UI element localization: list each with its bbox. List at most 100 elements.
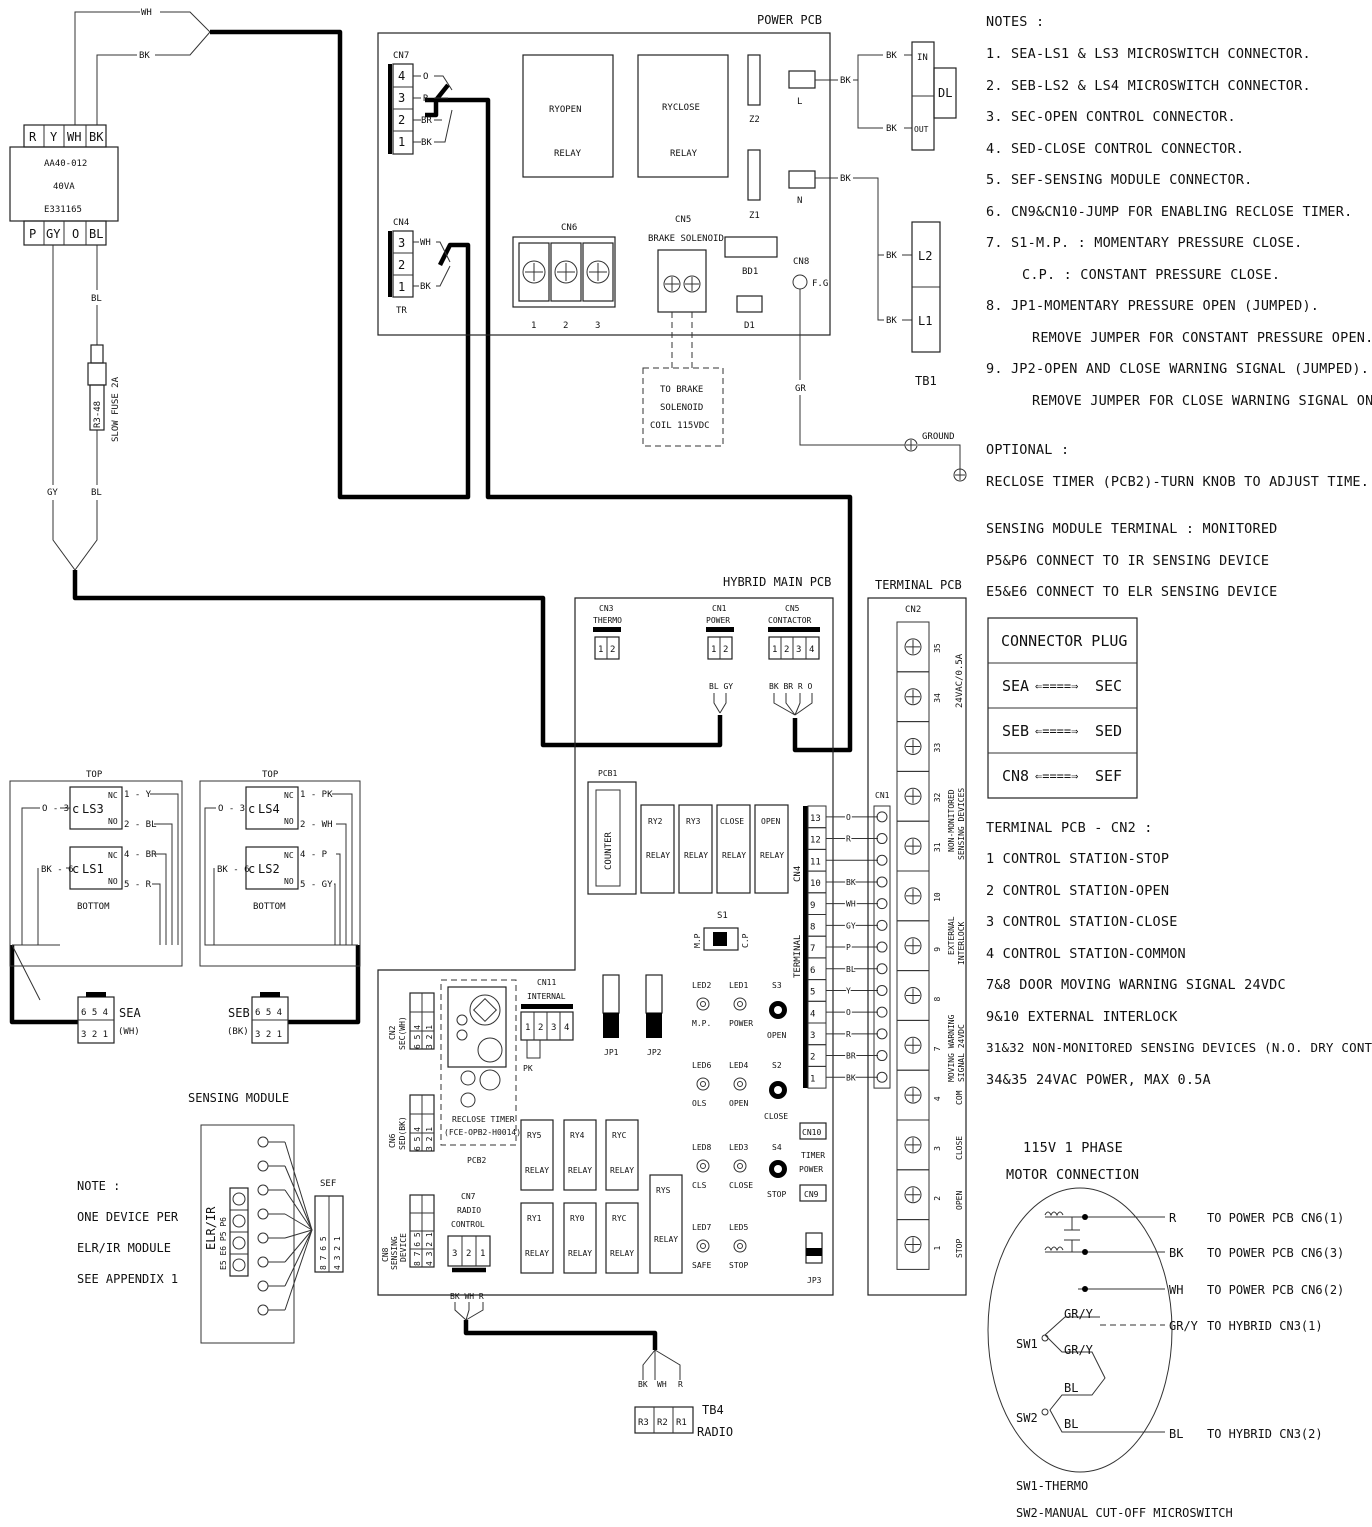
sm-note-2: ELR/IR MODULE bbox=[77, 1241, 171, 1255]
cn1-terminal bbox=[876, 833, 888, 845]
sm-pin-icon bbox=[257, 1184, 269, 1196]
side-open: OPEN bbox=[955, 1191, 964, 1210]
relay-close bbox=[716, 804, 751, 894]
cn6-terminal bbox=[512, 236, 616, 308]
ls-right-in-top: O - 3 bbox=[218, 804, 245, 814]
brake-coil-line3: COIL 115VDC bbox=[650, 421, 710, 431]
gr-wire: GR bbox=[795, 384, 806, 394]
relay bbox=[605, 1202, 639, 1274]
cn11-sub: INTERNAL bbox=[527, 992, 566, 1001]
cn4-wire-color: BR bbox=[846, 1052, 856, 1061]
led-icon bbox=[696, 1239, 710, 1253]
cn11-pk: PK bbox=[523, 1064, 533, 1073]
cn4-wire-color: Y bbox=[846, 986, 851, 995]
cn1-terminal bbox=[876, 1028, 888, 1040]
fuse-label: SLOW FUSE 2A bbox=[111, 376, 121, 442]
relay-word: RELAY bbox=[610, 1166, 634, 1175]
cn4-pin-num: 12 bbox=[810, 836, 821, 846]
cn6-label: CN6 bbox=[561, 223, 577, 233]
brake-coil-line2: SOLENOID bbox=[660, 403, 703, 413]
screw-icon bbox=[904, 738, 922, 755]
tr-pin-bk: BK bbox=[89, 130, 104, 144]
power-cn8-terminal bbox=[792, 274, 808, 290]
cn7-pin-1: 1 bbox=[398, 135, 405, 149]
svg-text:NC: NC bbox=[108, 791, 118, 800]
timer-label: TIMER bbox=[801, 1151, 825, 1160]
hy-cn3-sub: THERMO bbox=[593, 616, 622, 625]
tr-model: AA40-012 bbox=[44, 159, 87, 169]
hy-bottom-relays: RY5RELAYRY4RELAYRYCRELAYRY1RELAYRY0RELAY… bbox=[520, 1119, 683, 1274]
led-label: LED4 bbox=[729, 1061, 748, 1070]
ls-left-out-1: 1 - Y bbox=[124, 790, 152, 800]
svg-text:3: 3 bbox=[796, 645, 801, 655]
note-7b: C.P. : CONSTANT PRESSURE CLOSE. bbox=[1022, 267, 1280, 283]
tb4-wire-bk: BK bbox=[638, 1380, 648, 1389]
relay-ry3-label: RY3 bbox=[686, 817, 701, 826]
svg-text:NC: NC bbox=[284, 851, 294, 860]
side-non: NON-MONITORED bbox=[947, 789, 956, 852]
ryopen-label: RYOPEN bbox=[549, 105, 582, 115]
ls-left-top: TOP bbox=[86, 770, 103, 780]
d1 bbox=[736, 295, 763, 313]
sm-pin-fan bbox=[284, 1229, 313, 1239]
side-close: CLOSE bbox=[955, 1136, 964, 1160]
tb4-label: TB4 bbox=[702, 1403, 724, 1417]
motor-wh-dest: TO POWER PCB CN6(2) bbox=[1207, 1283, 1344, 1297]
sensing-module-title: SENSING MODULE bbox=[188, 1091, 289, 1105]
cn4-label: CN4 bbox=[393, 218, 409, 228]
z2-label: Z2 bbox=[749, 115, 760, 125]
cn4-pin-3: 3 bbox=[398, 236, 405, 250]
s1-cp: C.P bbox=[741, 933, 750, 948]
cn4-pin-num: 4 bbox=[810, 1009, 815, 1019]
note-6: 6. CN9&CN10-JUMP FOR ENABLING RECLOSE TI… bbox=[986, 204, 1352, 220]
wire-bl-label-2: BL bbox=[91, 488, 102, 498]
ground-label: GROUND bbox=[922, 432, 955, 442]
svg-text:NC: NC bbox=[108, 851, 118, 860]
sm-pin-fan bbox=[284, 1141, 313, 1231]
relay-label: RY1 bbox=[527, 1214, 542, 1223]
tr-pin-y: Y bbox=[50, 130, 58, 144]
cn4-pin-num: 8 bbox=[810, 923, 815, 933]
tb1-l2: L2 bbox=[918, 249, 932, 263]
motor-title-1: 115V 1 PHASE bbox=[1023, 1140, 1123, 1156]
hy-cn2-sub: SEC(WH) bbox=[398, 1016, 407, 1050]
brake-coil-line1: TO BRAKE bbox=[660, 385, 703, 395]
cn6-pin-2: 2 bbox=[563, 321, 568, 331]
dl-in: IN bbox=[917, 53, 928, 63]
relay bbox=[563, 1119, 597, 1191]
screw-icon bbox=[904, 937, 922, 955]
screw-cross bbox=[906, 789, 920, 804]
hy-cn8-label: CN8 bbox=[381, 1247, 390, 1262]
sm-elr: ELR/IR bbox=[204, 1206, 218, 1250]
notes-title: NOTES : bbox=[986, 14, 1044, 30]
cn6-pin-3: 3 bbox=[595, 321, 600, 331]
relay-word: RELAY bbox=[568, 1166, 592, 1175]
relay-label: RYS bbox=[656, 1186, 671, 1195]
s1-mp: M.P bbox=[693, 933, 702, 948]
tr-pin-o: O bbox=[72, 227, 79, 241]
fuse-code: R3-48 bbox=[93, 401, 103, 428]
svg-text:2: 2 bbox=[610, 645, 615, 655]
s4-stop: STOP bbox=[767, 1190, 786, 1199]
optional-text: RECLOSE TIMER (PCB2)-TURN KNOB TO ADJUST… bbox=[986, 474, 1369, 490]
terminal-number: 3 bbox=[933, 1146, 942, 1151]
cn4-pin-num: 10 bbox=[810, 879, 821, 889]
led-label: LED5 bbox=[729, 1223, 748, 1232]
ryclose-relay bbox=[637, 54, 729, 178]
cn4-wire-color: O bbox=[846, 1008, 851, 1017]
screw-icon bbox=[904, 1036, 922, 1054]
ls-right-out-1: 1 - PK bbox=[300, 790, 333, 800]
tr-pin-gy: GY bbox=[46, 227, 61, 241]
s3-open: OPEN bbox=[767, 1031, 786, 1040]
hy-cn5-wires: BK BR R O bbox=[769, 682, 813, 691]
screw-cross bbox=[906, 1137, 920, 1152]
cn4-wire-wh: WH bbox=[420, 238, 431, 248]
svg-text:3 2 1: 3 2 1 bbox=[425, 1025, 434, 1049]
tb1: L2 L1 TB1 bbox=[911, 221, 941, 388]
ryopen-relay bbox=[522, 54, 614, 178]
cn7-wire-bk: BK bbox=[421, 138, 432, 148]
cn1-terminal bbox=[876, 1071, 888, 1083]
cn4-wire-color: R bbox=[846, 1030, 851, 1039]
cn1-terminal bbox=[876, 876, 888, 888]
